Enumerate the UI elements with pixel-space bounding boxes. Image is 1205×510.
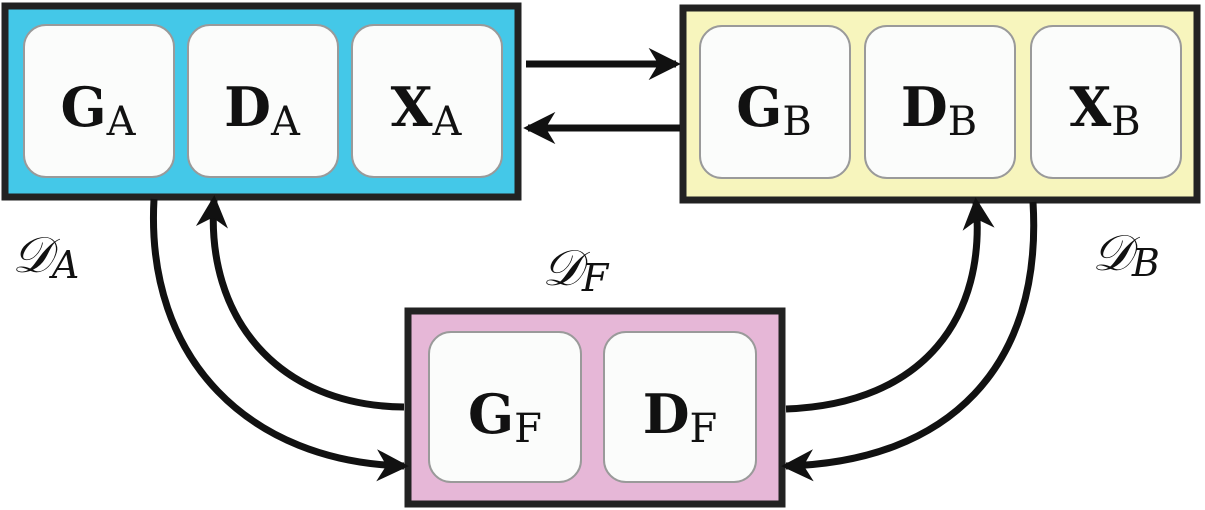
- domain-f-group: GF DF: [404, 307, 786, 508]
- domain-a-label-subscript: A: [49, 243, 79, 287]
- domain-b-group: GB DB XB: [679, 4, 1201, 204]
- cell-box: [23, 24, 175, 178]
- cell-subscript: F: [514, 406, 542, 452]
- arrow-f-to-a: [195, 195, 405, 411]
- cell-box: [1030, 25, 1182, 179]
- cell-text: XB: [1069, 75, 1140, 145]
- cell-text: GA: [60, 75, 136, 145]
- domain-f-label: 𝒟F: [542, 239, 610, 300]
- domain-b-cell-x: XB: [1030, 25, 1182, 179]
- cell-main: G: [60, 75, 106, 139]
- domain-b-label: 𝒟B: [1092, 224, 1160, 285]
- cell-text: DA: [224, 75, 301, 145]
- domain-a-group: GA DA XA: [1, 2, 522, 201]
- cell-subscript: A: [106, 99, 137, 145]
- domain-a-cell-d: DA: [187, 24, 339, 178]
- cell-main: D: [224, 75, 271, 139]
- domain-a-cell-x: XA: [351, 24, 503, 178]
- cell-subscript: B: [1111, 99, 1140, 145]
- domain-b-label-subscript: B: [1131, 241, 1160, 285]
- cell-main: X: [391, 75, 433, 139]
- arrow-a-to-f: [149, 198, 409, 482]
- cell-box: [699, 25, 851, 179]
- cell-subscript: B: [782, 99, 811, 145]
- cell-subscript: F: [690, 406, 718, 452]
- cell-subscript: A: [432, 99, 463, 145]
- domain-a-cell-g: GA: [23, 24, 175, 178]
- cell-text: XA: [391, 75, 463, 145]
- domain-b-cell-g: GB: [699, 25, 851, 179]
- domain-f-cell-g: GF: [428, 331, 582, 483]
- cell-text: DB: [901, 75, 977, 145]
- domain-f-label-subscript: F: [581, 256, 610, 300]
- cell-main: D: [901, 75, 948, 139]
- cell-box: [187, 24, 339, 178]
- cell-box: [864, 25, 1016, 179]
- arrow-b-to-f: [781, 201, 1038, 482]
- cell-text: GB: [736, 75, 812, 145]
- arrow-f-to-b: [785, 197, 995, 413]
- cell-text: GF: [468, 382, 542, 452]
- cell-box: [603, 331, 757, 483]
- cell-box: [428, 331, 582, 483]
- cell-main: G: [736, 75, 782, 139]
- cell-box: [351, 24, 503, 178]
- cell-subscript: B: [948, 99, 977, 145]
- cell-main: D: [643, 382, 690, 446]
- cell-subscript: A: [270, 99, 301, 145]
- domain-a-label: 𝒟A: [12, 226, 79, 287]
- domain-b-cell-d: DB: [864, 25, 1016, 179]
- cell-main: G: [468, 382, 514, 446]
- domain-f-cell-d: DF: [603, 331, 757, 483]
- cell-main: X: [1069, 75, 1111, 139]
- cell-text: DF: [643, 382, 718, 452]
